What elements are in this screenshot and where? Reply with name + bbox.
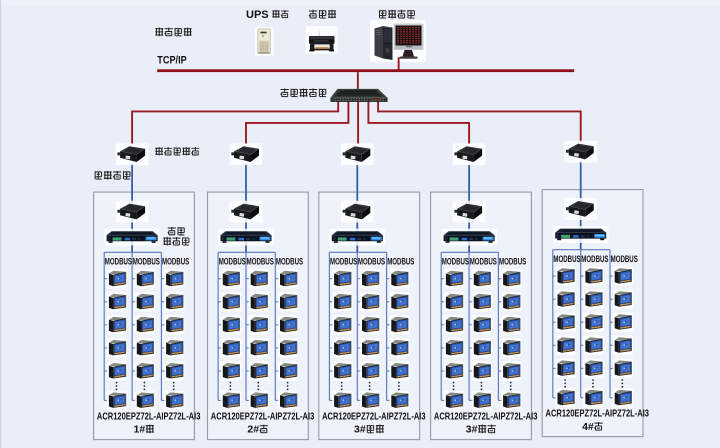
svg-text:MODBUS: MODBUS — [553, 254, 580, 265]
svg-text:MODBUS: MODBUS — [470, 257, 497, 268]
svg-text:MODBUS: MODBUS — [247, 257, 274, 268]
svg-text:MODBUS: MODBUS — [387, 257, 414, 268]
svg-text:MODBUS: MODBUS — [499, 257, 526, 268]
svg-text:ACR120EPZ72L-AIPZ72L-AI3: ACR120EPZ72L-AIPZ72L-AI3 — [546, 409, 650, 420]
svg-text:TCP/IP: TCP/IP — [157, 54, 186, 66]
svg-text:ACR120EPZ72L-AIPZ72L-AI3: ACR120EPZ72L-AIPZ72L-AI3 — [322, 411, 426, 422]
svg-text:ACR120EPZ72L-AIPZ72L-AI3: ACR120EPZ72L-AIPZ72L-AI3 — [211, 411, 315, 422]
svg-text:UPS: UPS — [246, 9, 269, 21]
svg-text:MODBUS: MODBUS — [276, 257, 303, 268]
svg-text:MODBUS: MODBUS — [219, 257, 246, 268]
svg-text:MODBUS: MODBUS — [581, 254, 608, 265]
svg-text:MODBUS: MODBUS — [162, 257, 189, 268]
svg-text:2#: 2# — [247, 424, 259, 436]
svg-text:MODBUS: MODBUS — [358, 257, 385, 268]
svg-text:MODBUS: MODBUS — [330, 257, 357, 268]
svg-text:3#: 3# — [466, 424, 478, 436]
svg-text:ACR120EPZ72L-AIPZ72L-AI3: ACR120EPZ72L-AIPZ72L-AI3 — [97, 411, 201, 422]
svg-text:4#: 4# — [582, 421, 594, 433]
svg-text:MODBUS: MODBUS — [105, 257, 132, 268]
svg-text:MODBUS: MODBUS — [611, 254, 638, 265]
svg-text:ACR120EPZ72L-AIPZ72L-AI3: ACR120EPZ72L-AIPZ72L-AI3 — [434, 411, 538, 422]
svg-text:1#: 1# — [134, 424, 146, 436]
svg-text:3#: 3# — [354, 424, 366, 436]
svg-text:MODBUS: MODBUS — [133, 257, 160, 268]
svg-text:MODBUS: MODBUS — [442, 257, 469, 268]
